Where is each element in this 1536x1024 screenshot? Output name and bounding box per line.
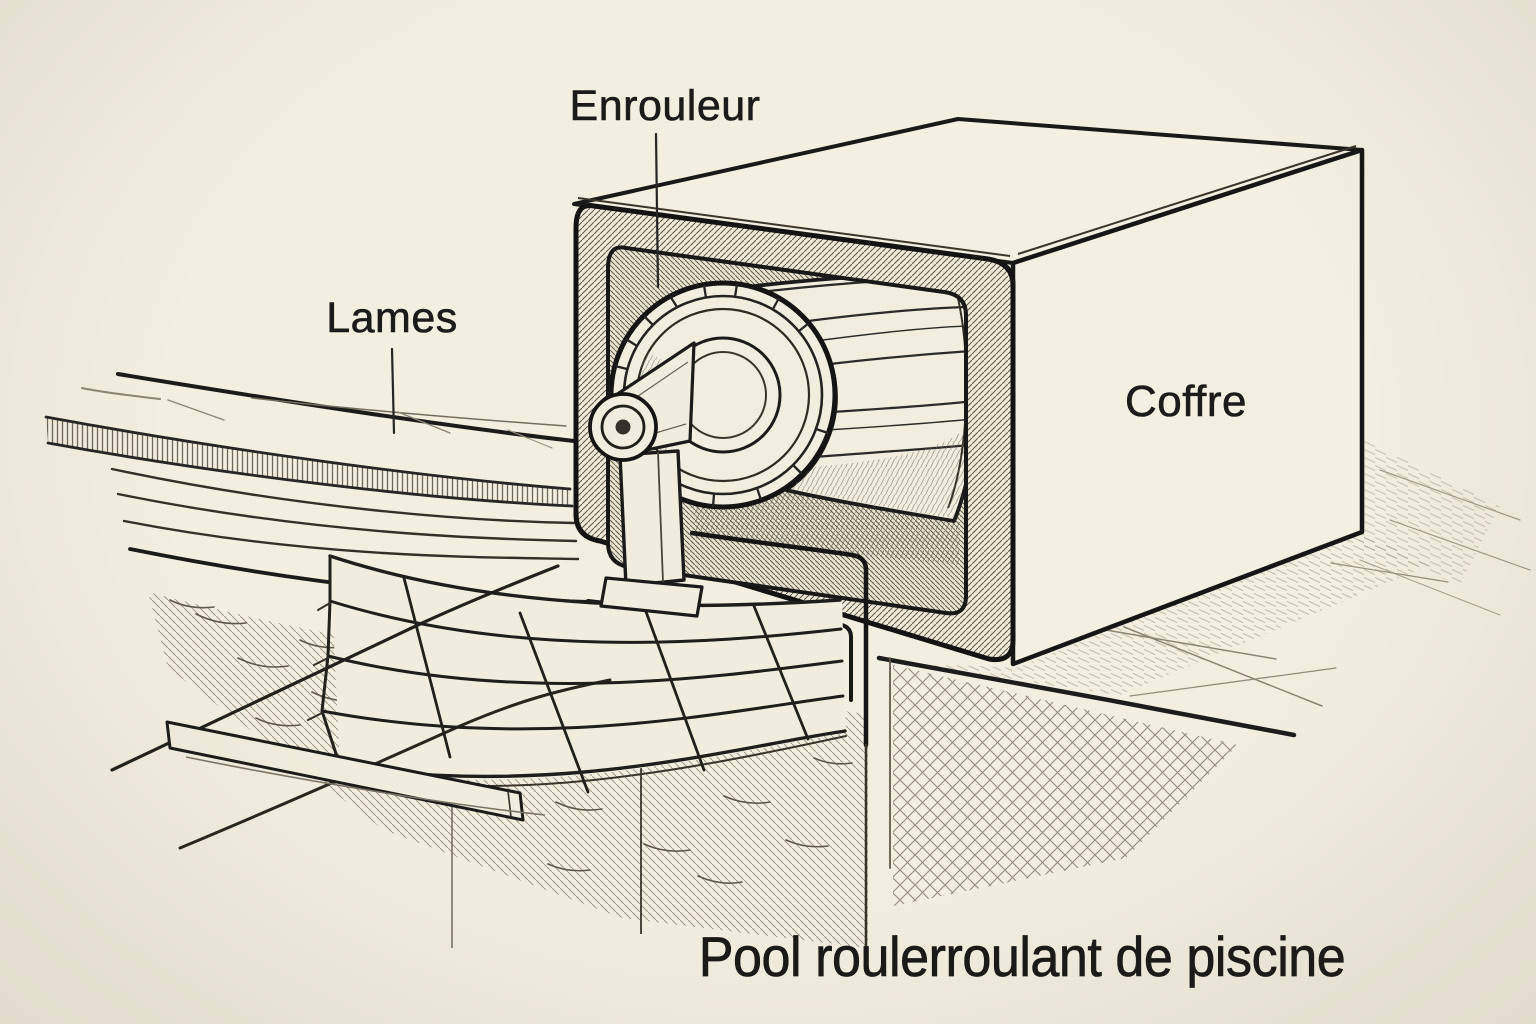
slat-end-thickness-marks	[307, 602, 331, 721]
slat-band	[110, 554, 847, 850]
pool-wall-corner	[876, 655, 1297, 906]
hub-center-dot	[615, 419, 631, 435]
slat-cross-dividers	[402, 576, 810, 794]
wall-top-edge	[876, 655, 1297, 738]
label-enrouleur: Enrouleur	[569, 82, 761, 131]
wall-crosshatch	[893, 665, 1238, 906]
leader-line-lames	[390, 347, 396, 435]
storage-box	[572, 117, 1365, 667]
label-lames: Lames	[326, 294, 458, 343]
cover-strand-lower	[178, 678, 612, 850]
leader-line-enrouleur	[654, 132, 660, 289]
slat-stepped-ends	[320, 554, 342, 768]
pool-deck-left	[44, 372, 594, 604]
caption-title: Pool roulerroulant de piscine	[698, 925, 1346, 989]
support-bracket	[599, 449, 704, 618]
axle-hub	[588, 392, 658, 462]
bracket-foot	[599, 576, 704, 618]
coping-strip	[46, 417, 572, 506]
loose-slat	[165, 720, 546, 822]
leader-lines	[390, 132, 660, 435]
label-coffre: Coffre	[1124, 377, 1248, 427]
